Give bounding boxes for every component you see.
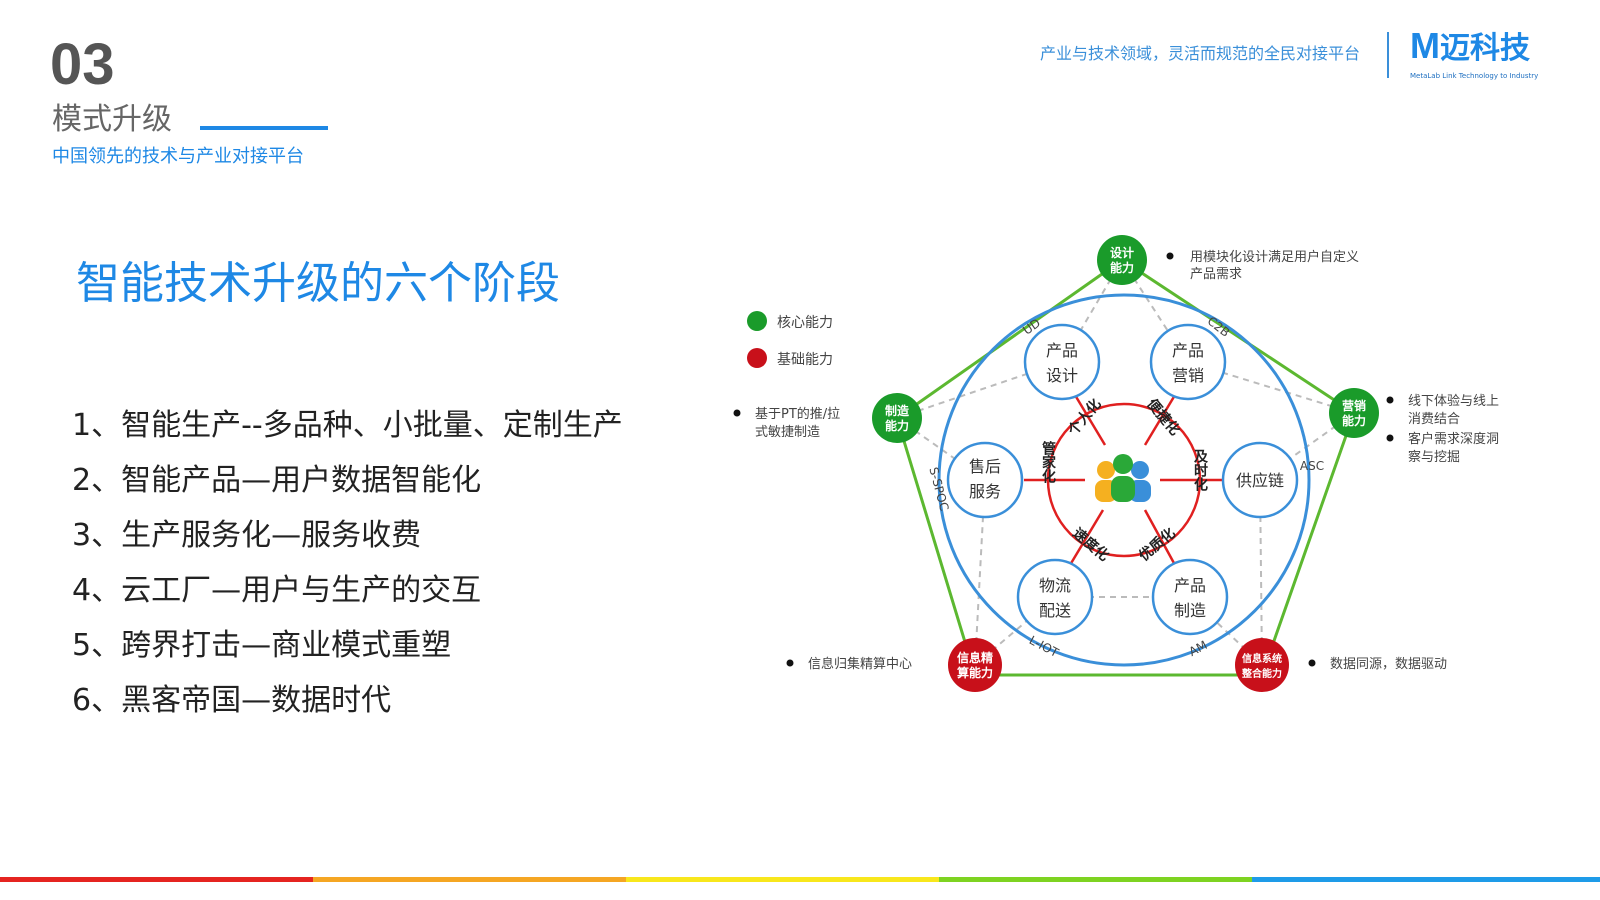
ring-label: 便捷化 xyxy=(1143,396,1183,439)
circle-logistics xyxy=(1016,558,1094,636)
circle-text: 配送 xyxy=(1039,601,1071,620)
node-info-compute xyxy=(948,638,1002,692)
node-text: 算能力 xyxy=(957,665,993,680)
node-marketing-capability xyxy=(1329,388,1379,438)
circle-supply-chain xyxy=(1221,441,1299,519)
note-text: 线下体验与线上 xyxy=(1408,393,1499,409)
pentagon-outline xyxy=(895,258,1356,677)
footer-stripe-yellow xyxy=(626,877,939,882)
node-text: 能力 xyxy=(885,418,909,433)
outer-ring xyxy=(937,293,1311,667)
circle-product-marketing xyxy=(1149,323,1227,401)
tagline: 产业与技术领域，灵活而规范的全民对接平台 xyxy=(1040,44,1361,63)
node-text: 信息精 xyxy=(957,650,993,665)
bullet-icon xyxy=(1166,252,1174,260)
node-text: 设计 xyxy=(1110,245,1134,260)
note-text: 产品需求 xyxy=(1190,267,1242,282)
footer-stripe-green xyxy=(939,877,1252,882)
list-item: 6、黑客帝国—数据时代 xyxy=(72,683,392,718)
bullet-icon xyxy=(1386,434,1394,442)
brand-logo: M迈科技 MetaLab Link Technology to Industry xyxy=(1410,25,1538,84)
circle-text: 服务 xyxy=(969,482,1001,501)
bullet-icon xyxy=(733,409,741,417)
note-text: 察与挖掘 xyxy=(1408,450,1460,465)
circle-text: 产品 xyxy=(1174,576,1206,595)
circle-text: 物流 xyxy=(1039,576,1071,595)
list-item: 4、云工厂—用户与生产的交互 xyxy=(72,573,482,608)
bullet-icon xyxy=(786,659,794,667)
note-text: 式敏捷制造 xyxy=(755,425,820,440)
circle-text: 制造 xyxy=(1174,601,1206,620)
footer-stripe-blue xyxy=(1252,877,1600,882)
bullet-icon xyxy=(1308,659,1316,667)
legend-base: 基础能力 xyxy=(777,351,833,368)
circle-manufacturing xyxy=(1151,558,1229,636)
note-text: 消费结合 xyxy=(1408,412,1460,427)
node-text: 制造 xyxy=(885,403,910,418)
list-item: 3、生产服务化—服务收费 xyxy=(72,518,422,553)
node-info-integration xyxy=(1235,638,1289,692)
list-item: 5、跨界打击—商业模式重塑 xyxy=(72,628,452,663)
section-underline xyxy=(200,126,328,130)
users-icon xyxy=(1095,454,1151,502)
section-number: 03 xyxy=(50,32,115,97)
node-design-capability xyxy=(1097,235,1147,285)
arc-label: ASC xyxy=(1300,459,1324,473)
arc-label: L-IOT xyxy=(1027,633,1062,660)
logo-cn: 迈科技 xyxy=(1440,31,1530,66)
node-text: 能力 xyxy=(1342,413,1366,428)
note-text: 用模块化设计满足用户自定义 xyxy=(1190,249,1359,265)
arrows xyxy=(1024,394,1222,566)
note-text: 数据同源，数据驱动 xyxy=(1330,657,1447,672)
arc-label: AM xyxy=(1187,638,1210,659)
logo-m: M xyxy=(1410,25,1440,66)
legend-base-dot xyxy=(747,348,767,368)
footer-stripe-red xyxy=(0,877,313,882)
section-subtitle: 中国领先的技术与产业对接平台 xyxy=(52,146,304,167)
stage-list: 1、智能生产--多品种、小批量、定制生产 2、智能产品—用户数据智能化 3、生产… xyxy=(72,404,623,734)
node-text: 营销 xyxy=(1342,398,1366,413)
node-manufacturing-capability xyxy=(872,393,922,443)
legend-core: 核心能力 xyxy=(777,315,833,331)
list-item: 1、智能生产--多品种、小批量、定制生产 xyxy=(72,408,623,443)
node-text: 能力 xyxy=(1110,260,1134,275)
circle-text: 售后 xyxy=(969,457,1001,476)
ring-label: 及时化 xyxy=(1192,449,1208,492)
circle-after-sales xyxy=(946,441,1024,519)
node-text: 整合能力 xyxy=(1241,667,1282,680)
bullet-icon xyxy=(1386,396,1394,404)
note-text: 客户需求深度洞 xyxy=(1408,431,1499,447)
circle-text: 供应链 xyxy=(1236,471,1284,490)
header-divider xyxy=(1387,32,1389,78)
circle-text: 营销 xyxy=(1172,366,1204,385)
circle-text: 设计 xyxy=(1046,366,1078,385)
list-item: 2、智能产品—用户数据智能化 xyxy=(72,463,482,498)
node-text: 信息系统 xyxy=(1242,652,1282,665)
logo-en: MetaLab Link Technology to Industry xyxy=(1410,72,1539,80)
circle-text: 产品 xyxy=(1046,341,1078,360)
circle-text: 产品 xyxy=(1172,341,1204,360)
footer-stripe-orange xyxy=(313,877,626,882)
page-title: 智能技术升级的六个阶段 xyxy=(76,258,560,309)
note-text: 信息归集精算中心 xyxy=(808,656,912,672)
note-text: 基于PT的推/拉 xyxy=(755,406,840,422)
dashed-connectors xyxy=(896,259,1355,666)
circle-product-design xyxy=(1023,323,1101,401)
section-title: 模式升级 xyxy=(52,102,172,137)
legend-core-dot xyxy=(747,311,767,331)
ring-label: 管家化 xyxy=(1040,440,1056,484)
